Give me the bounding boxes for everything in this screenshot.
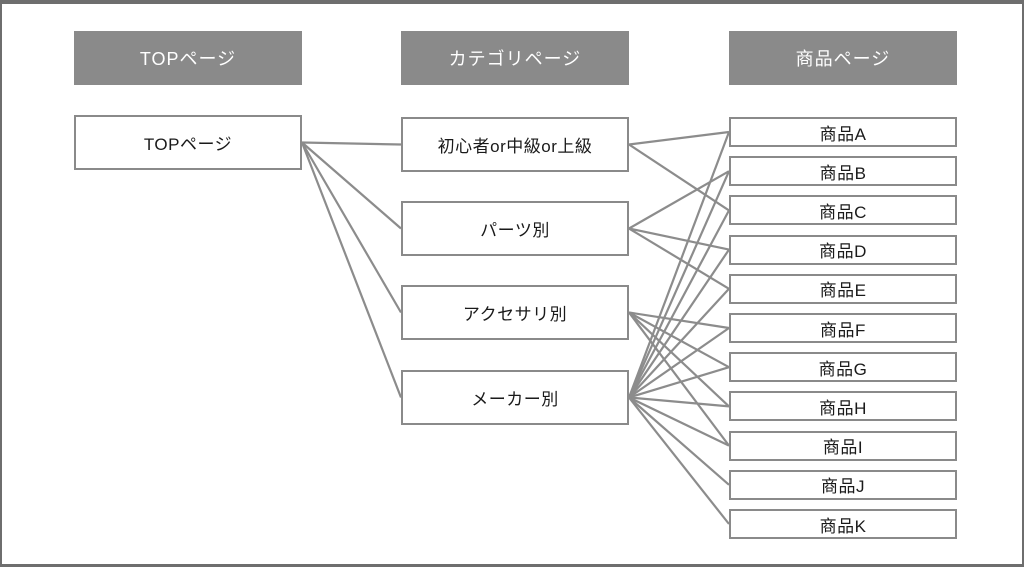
- node-cat-accessory: アクセサリ別: [401, 285, 629, 340]
- connection-line-cat-maker-prod-f: [628, 327, 730, 399]
- connection-line-cat-accessory-prod-h: [628, 311, 730, 408]
- connection-line-cat-parts-prod-d: [628, 227, 730, 251]
- connection-line-cat-accessory-prod-i: [628, 311, 730, 447]
- node-prod-j: 商品J: [729, 469, 957, 500]
- node-cat-maker: メーカー別: [401, 370, 629, 425]
- connection-line-cat-maker-prod-c: [628, 209, 730, 399]
- connection-line-top-page-cat-maker: [300, 142, 403, 398]
- connection-line-cat-accessory-prod-g: [628, 311, 730, 369]
- connection-line-top-page-cat-level: [301, 141, 402, 146]
- node-prod-h: 商品H: [729, 391, 957, 422]
- node-prod-f: 商品F: [729, 313, 957, 343]
- connection-line-cat-accessory-prod-f: [628, 311, 730, 330]
- node-cat-parts: パーツ別: [401, 201, 629, 256]
- connection-line-cat-maker-prod-a: [627, 131, 731, 398]
- connection-line-cat-maker-prod-e: [628, 288, 730, 399]
- node-prod-c: 商品C: [729, 195, 957, 226]
- connection-line-cat-maker-prod-j: [628, 396, 730, 486]
- connection-line-cat-maker-prod-g: [628, 366, 730, 399]
- node-top-page: TOPページ: [74, 115, 302, 170]
- column-header-top-page: TOPページ: [74, 31, 302, 85]
- connection-line-cat-maker-prod-b: [627, 170, 731, 398]
- node-prod-d: 商品D: [729, 234, 957, 265]
- connection-line-cat-level-prod-c: [628, 143, 730, 212]
- connection-line-top-page-cat-accessory: [301, 141, 402, 314]
- node-cat-level: 初心者or中級or上級: [401, 117, 629, 172]
- connection-line-cat-maker-prod-i: [628, 396, 730, 447]
- node-prod-g: 商品G: [729, 352, 957, 383]
- node-prod-b: 商品B: [729, 156, 957, 187]
- connection-line-cat-maker-prod-h: [628, 396, 730, 408]
- connection-line-top-page-cat-parts: [301, 141, 402, 230]
- connection-line-cat-maker-prod-k: [628, 396, 730, 525]
- connection-line-cat-maker-prod-d: [628, 248, 730, 399]
- connection-line-cat-parts-prod-e: [628, 227, 730, 290]
- column-header-product-page: 商品ページ: [729, 31, 957, 85]
- node-prod-k: 商品K: [729, 509, 957, 539]
- node-prod-i: 商品I: [729, 430, 957, 461]
- connection-line-cat-level-prod-a: [628, 130, 730, 146]
- connection-line-cat-parts-prod-b: [628, 170, 730, 230]
- node-prod-e: 商品E: [729, 273, 957, 304]
- column-header-category-page: カテゴリページ: [401, 31, 629, 85]
- node-prod-a: 商品A: [729, 117, 957, 147]
